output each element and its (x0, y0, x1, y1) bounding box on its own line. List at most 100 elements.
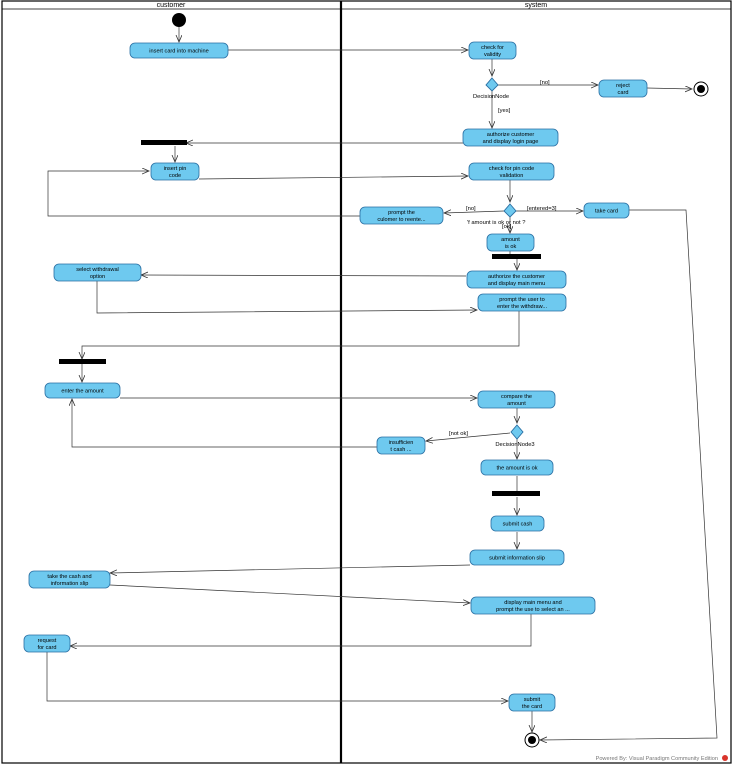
svg-text:display main menu and: display main menu and (504, 600, 562, 606)
svg-text:amount: amount (507, 401, 526, 407)
svg-text:request: request (38, 638, 57, 644)
footer-credit: Powered By: Visual Paradigm Community Ed… (596, 756, 718, 762)
decision-label-3: DecisionNode3 (495, 442, 534, 448)
activity-authorize-main-menu: authorize the customer and display main … (466, 270, 567, 289)
fork-bar-enter-amount (59, 359, 106, 364)
guard-entered-3: [entered=3] (527, 206, 557, 212)
activity-prompt-withdraw: prompt the user to enter the withdraw... (477, 293, 567, 312)
activity-the-amount-is-ok: the amount is ok (480, 459, 554, 476)
fork-bar-pin (141, 140, 187, 145)
activity-request-card: request for card (23, 634, 71, 653)
activity-compare-amount: compare the amount (477, 390, 556, 409)
guard-yes-validity: [yes] (498, 108, 511, 114)
edge-prompt-withdraw-fork3 (82, 310, 520, 359)
fork-bar-submit-cash (492, 491, 540, 496)
svg-text:validation: validation (500, 173, 524, 179)
svg-text:take the cash and: take the cash and (47, 574, 91, 580)
edge-prompt-pin-loop (47, 171, 360, 217)
svg-text:for card: for card (38, 645, 57, 651)
decision-label-1: DecisionNode (473, 94, 509, 100)
activity-take-cash-slip: take the cash and information slip (28, 570, 111, 589)
svg-text:prompt the use to select an ..: prompt the use to select an ... (496, 607, 570, 613)
svg-text:check for pin code: check for pin code (489, 166, 534, 172)
edge-pin-check (198, 176, 468, 179)
activity-authorize-login: authorize customer and display login pag… (462, 128, 559, 147)
edge-decision2-prompt (444, 211, 505, 213)
edge-decision3-insufficient (426, 432, 511, 441)
decision-node-amount (510, 424, 524, 440)
svg-text:compare the: compare the (501, 394, 532, 400)
edge-insufficient-enter-loop (72, 399, 377, 448)
activity-insert-card: insert card into machine (129, 42, 229, 59)
activity-take-card: take card (583, 202, 630, 219)
activity-insert-pin: insert pin code (150, 162, 200, 181)
activity-submit-cash: submit cash (490, 515, 545, 532)
svg-text:prompt the user to: prompt the user to (499, 297, 544, 303)
guard-question: 'f amount is ok or not ? (467, 220, 526, 226)
activity-amount-ok: amount is ok (486, 233, 535, 252)
svg-text:submit: submit (524, 697, 541, 703)
activity-select-withdrawal: select withdrawal option (53, 263, 142, 282)
svg-text:card: card (618, 90, 629, 96)
svg-text:t cash ...: t cash ... (390, 447, 412, 453)
svg-text:reject: reject (616, 83, 630, 89)
edge-reject-final (646, 88, 692, 89)
svg-text:select withdrawal: select withdrawal (76, 267, 119, 273)
final-node-end (524, 732, 540, 748)
edge-select-prompt-withdraw (96, 280, 477, 313)
activity-display-main-menu: display main menu and prompt the use to … (470, 596, 596, 615)
activity-prompt-reenter: prompt the culomer to reente... (359, 206, 444, 225)
decision-node-validity (485, 77, 499, 92)
svg-text:check for: check for (481, 45, 504, 51)
svg-text:take card: take card (595, 209, 618, 215)
svg-text:the card: the card (522, 704, 542, 710)
edge-slip-take-cash (110, 564, 471, 573)
svg-text:is ok: is ok (505, 244, 517, 250)
svg-text:code: code (169, 173, 181, 179)
activity-submit-card: submit the card (508, 693, 556, 712)
initial-node (172, 13, 186, 27)
decision-node-pin (503, 203, 517, 218)
activity-check-pin: check for pin code validation (468, 162, 555, 181)
svg-text:option: option (90, 274, 105, 280)
edge-display-menu-request-card (70, 614, 532, 646)
edge-request-submit-card (46, 651, 508, 701)
guard-no-pin: [no] (466, 206, 476, 212)
svg-text:insufficien: insufficien (389, 440, 414, 446)
guard-ok: [ok] (502, 224, 512, 230)
svg-text:enter the amount: enter the amount (61, 389, 104, 395)
activity-insufficient-cash: insufficien t cash ... (376, 436, 426, 455)
guard-no-validity: [no] (540, 80, 550, 86)
edge-take-cash-display-menu (109, 584, 470, 603)
svg-text:authorize the customer: authorize the customer (488, 274, 545, 280)
svg-text:prompt the: prompt the (388, 210, 415, 216)
edge-authorize-menu-select (141, 275, 467, 276)
flow-edges (46, 27, 718, 740)
activity-enter-amount: enter the amount (44, 382, 121, 399)
svg-text:enter the withdraw...: enter the withdraw... (497, 304, 548, 310)
svg-text:authorize customer: authorize customer (487, 132, 535, 138)
activity-reject-card: reject card (598, 79, 648, 98)
visual-paradigm-logo-icon (722, 755, 728, 761)
svg-text:amount: amount (501, 237, 520, 243)
svg-text:culomer to reente...: culomer to reente... (377, 217, 426, 223)
svg-text:insert card into machine: insert card into machine (149, 49, 208, 55)
svg-text:validity: validity (484, 52, 501, 58)
activity-check-validity: check for validity (468, 41, 517, 60)
svg-text:the amount is ok: the amount is ok (496, 466, 537, 472)
svg-text:insert pin: insert pin (164, 166, 187, 172)
final-node-reject (693, 81, 709, 97)
svg-text:submit information slip: submit information slip (489, 556, 545, 562)
fork-bar-amount-ok (492, 254, 541, 259)
edge-take-card-final (540, 209, 718, 740)
svg-text:information slip: information slip (51, 581, 89, 587)
guard-not-ok: [not ok] (449, 431, 468, 437)
svg-text:and display main menu: and display main menu (488, 281, 546, 287)
activity-submit-info-slip: submit information slip (469, 549, 565, 566)
svg-text:and display login page: and display login page (483, 139, 539, 145)
lane-title-system: system (525, 2, 547, 9)
svg-text:submit cash: submit cash (503, 522, 533, 528)
lane-title-customer: customer (157, 2, 186, 9)
